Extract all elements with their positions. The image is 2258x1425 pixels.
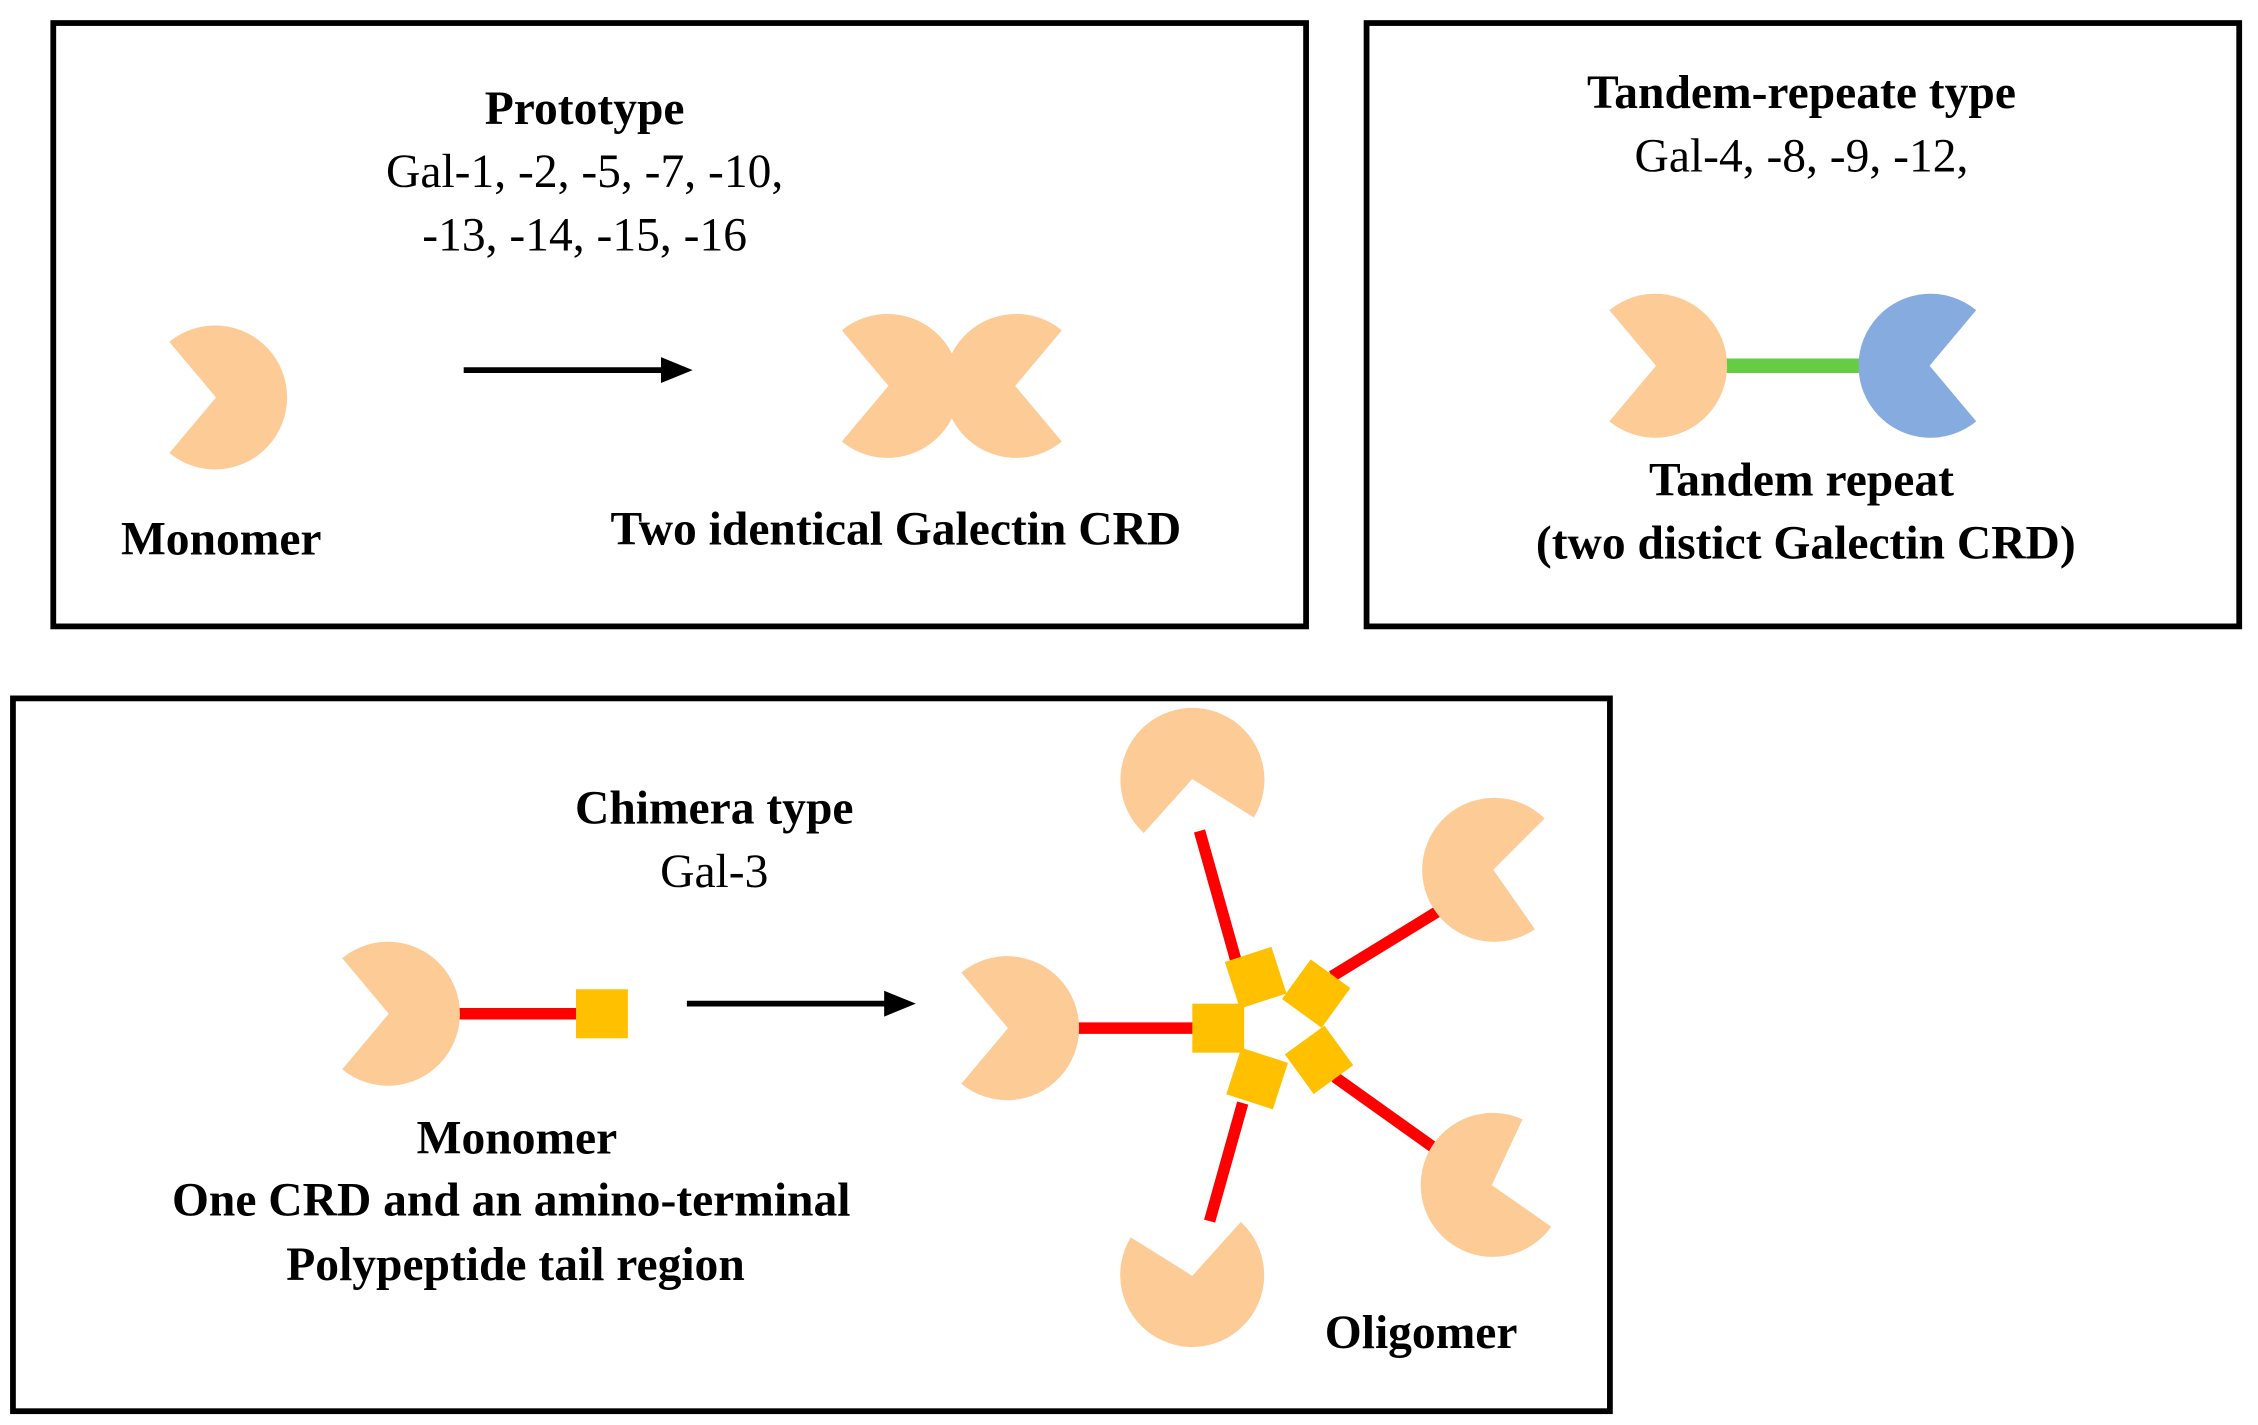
tandem-label-line1: Tandem repeat	[1648, 455, 1954, 507]
crd-pacman-icon	[841, 313, 960, 458]
oligomer-label: Oligomer	[1324, 1307, 1518, 1360]
prototype-dimer-label: Two identical Galectin CRD	[610, 504, 1182, 556]
tail-square-icon	[1284, 1025, 1354, 1095]
arrowhead-icon	[660, 357, 693, 384]
prototype-title: Prototype	[484, 83, 685, 136]
crd-pacman-icon	[961, 956, 1080, 1101]
crd-pacman-icon	[944, 313, 1062, 458]
oligomer-group	[961, 698, 1556, 1357]
crd-pacman-icon	[1609, 293, 1728, 438]
tail-square-icon	[1224, 946, 1287, 1009]
prototype-panel	[50, 20, 1309, 630]
tail-square-icon	[1281, 959, 1351, 1028]
tail-square-icon	[1192, 1003, 1245, 1053]
tandem-label-line2: (two distict Galectin CRD)	[1535, 518, 2076, 571]
chimera-label-line2: One CRD and an amino-terminal	[171, 1175, 851, 1227]
tandem-members: Gal-4, -8, -9, -12,	[1634, 131, 1969, 183]
prototype-members-line2: -13, -14, -15, -16	[422, 210, 747, 263]
chimera-panel	[10, 695, 1613, 1415]
chimera-title: Chimera type	[574, 783, 854, 836]
tandem-title: Tandem-repeate type	[1586, 67, 2016, 120]
crd-pacman-icon	[1404, 1103, 1556, 1274]
tail-square-icon	[576, 989, 628, 1039]
crd-pacman-icon	[1111, 698, 1271, 836]
crd-pacman-icon	[1858, 293, 1977, 438]
crd-pacman-icon	[169, 325, 288, 470]
arrowhead-icon	[884, 990, 916, 1017]
prototype-members-line1: Gal-1, -2, -5, -7, -10,	[386, 146, 784, 199]
crd-pacman-icon	[1416, 791, 1547, 946]
chimera-members: Gal-3	[660, 846, 769, 899]
crd-pacman-icon	[342, 941, 460, 1086]
tail-square-icon	[1226, 1047, 1288, 1110]
crd-pacman-icon	[1114, 1219, 1274, 1357]
chimera-label-line3: Polypeptide tail region	[286, 1239, 745, 1292]
prototype-monomer-label: Monomer	[120, 514, 322, 566]
tandem-panel	[1363, 20, 2243, 630]
chimera-label-line1: Monomer	[416, 1113, 618, 1165]
